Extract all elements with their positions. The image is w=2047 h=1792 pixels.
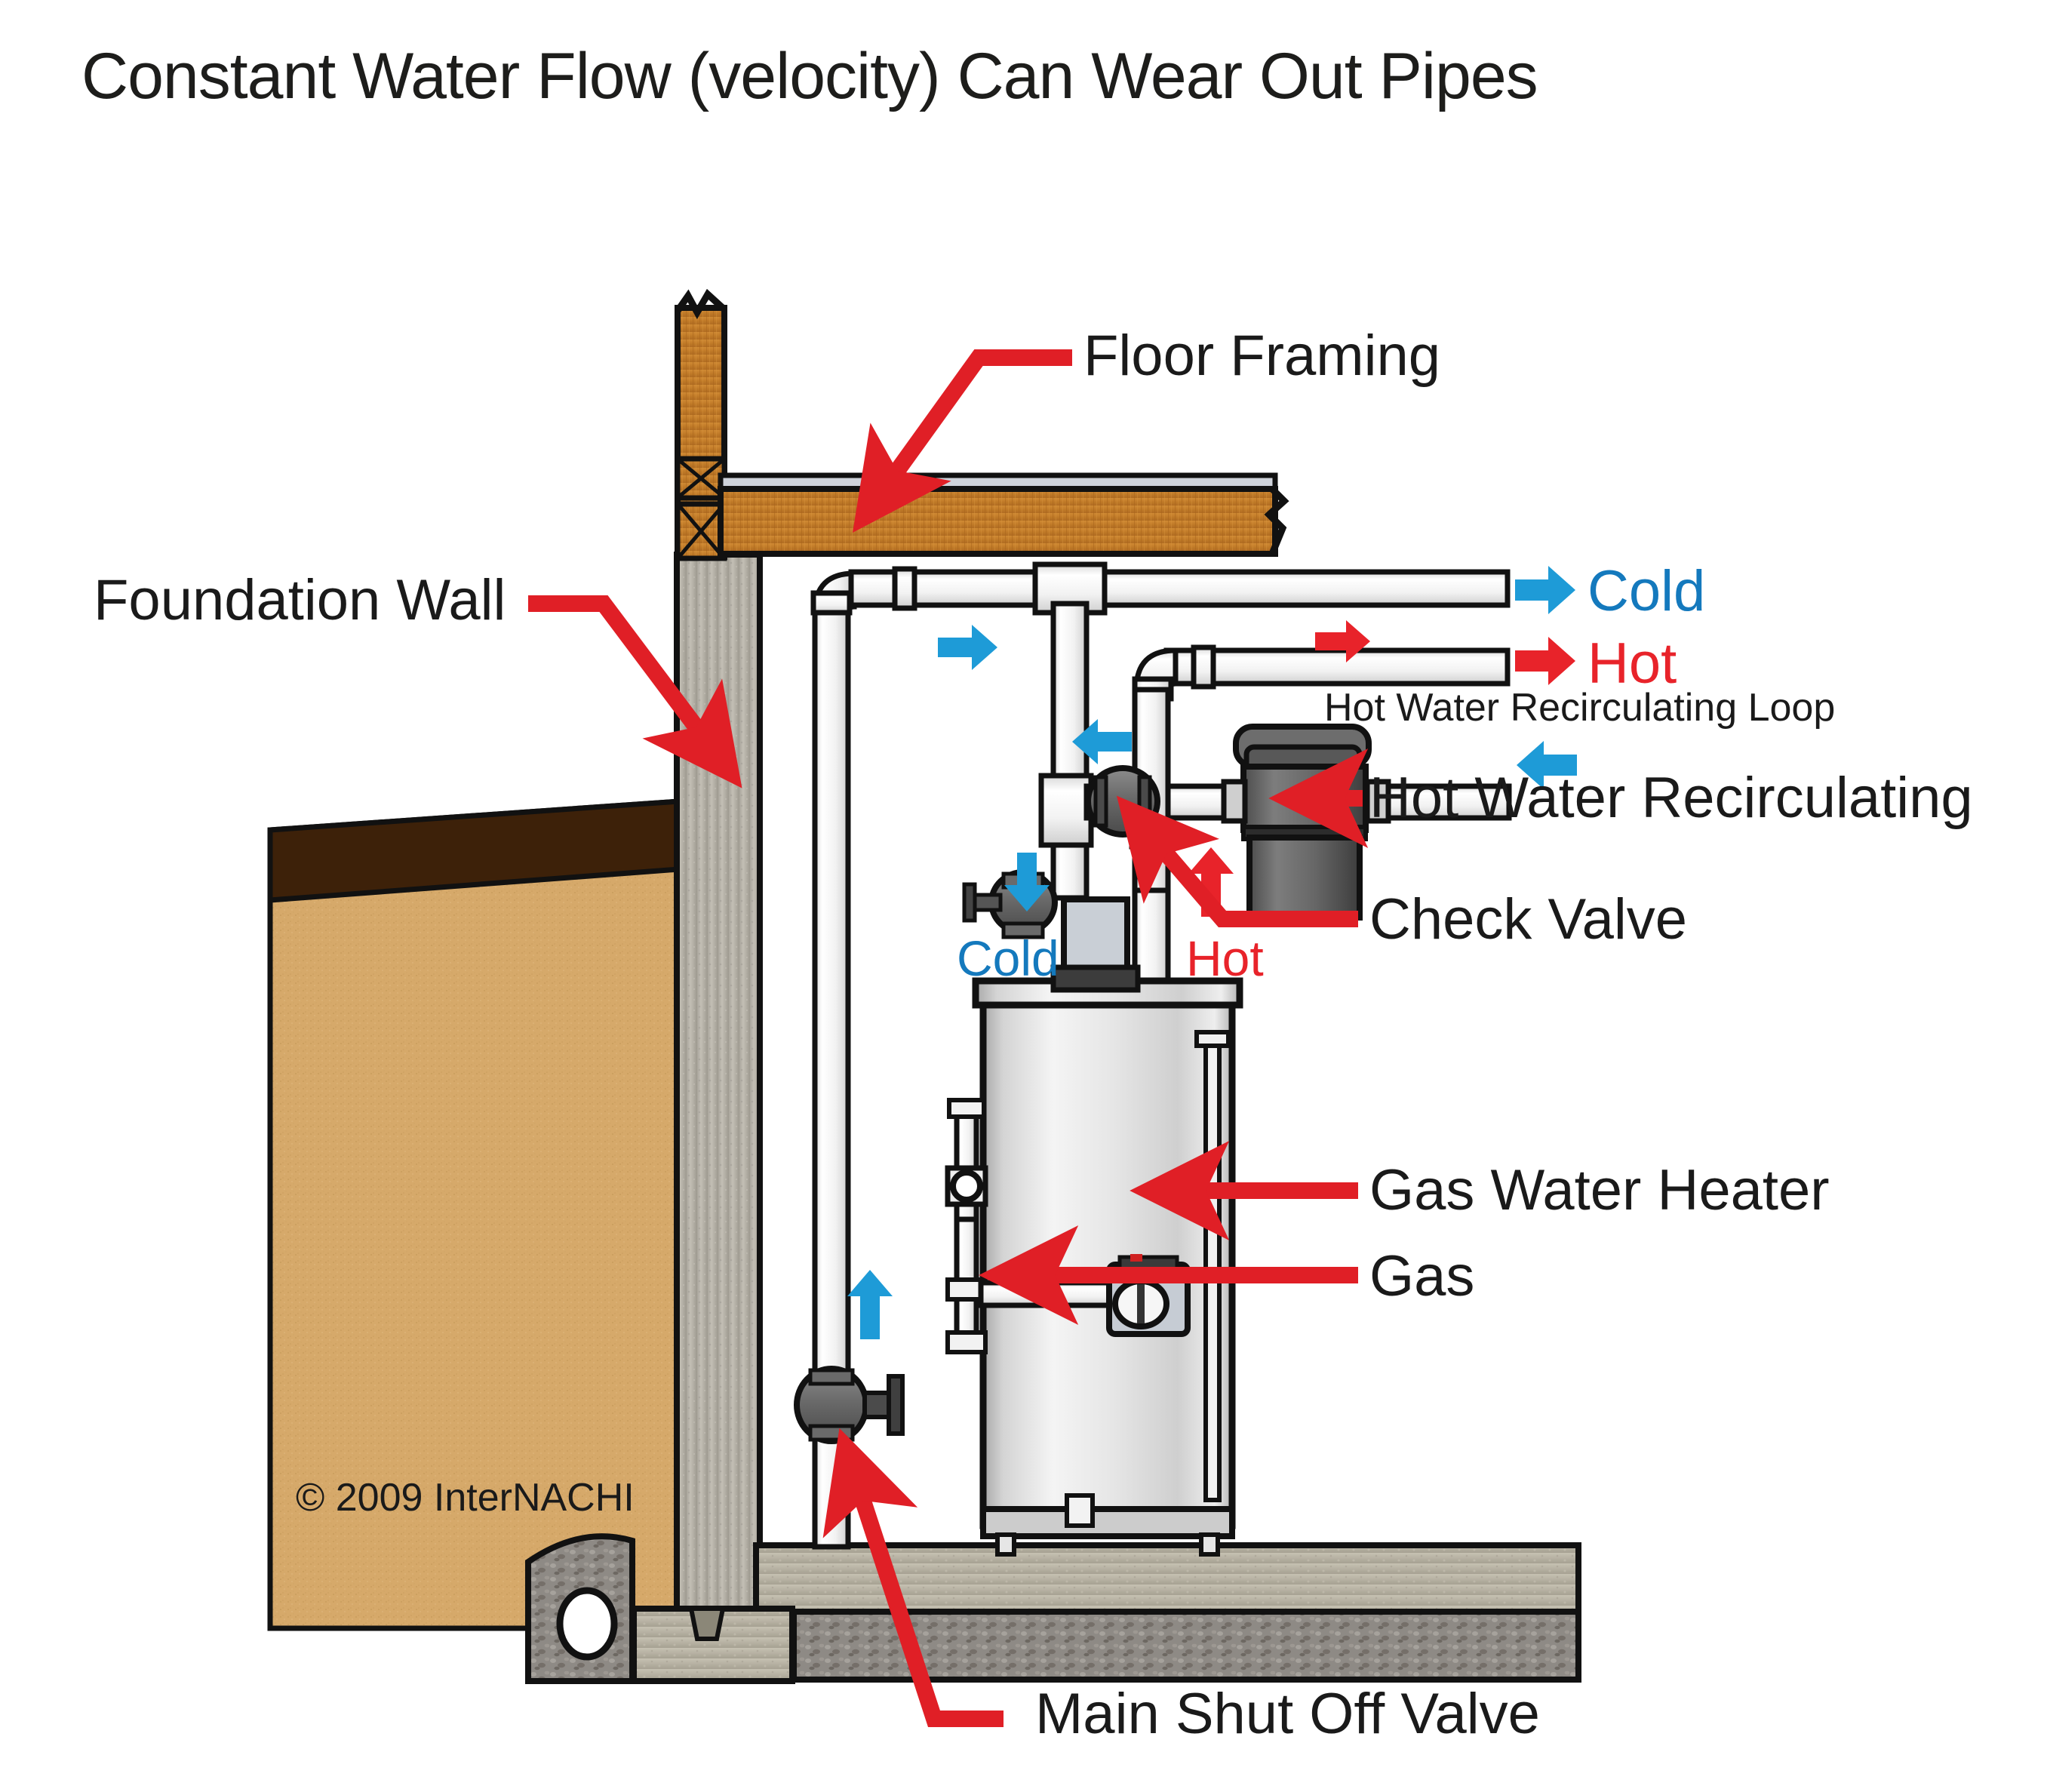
hot-flow-arrow-icon: [1315, 620, 1370, 662]
cold-flow-arrow-icon: [938, 625, 997, 670]
label-hot-legend: Hot: [1588, 632, 1677, 696]
label-cold-inlet: Cold: [957, 930, 1059, 986]
gas-water-heater: [945, 869, 1243, 1557]
label-check-valve: Check Valve: [1369, 887, 1688, 951]
recirc-return-arrow-icon: [1072, 719, 1132, 764]
return-legend-arrow-icon: [1517, 741, 1577, 789]
label-foundation-wall: Foundation Wall: [94, 568, 506, 632]
page-title: Constant Water Flow (velocity) Can Wear …: [81, 40, 1538, 112]
callout-foundation-wall: [528, 595, 742, 788]
label-gas: Gas: [1369, 1244, 1475, 1308]
floor-framing: [675, 288, 1289, 561]
label-hot-outlet: Hot: [1186, 930, 1264, 986]
cold-legend-arrow-icon: [1515, 566, 1575, 614]
cold-riser-up-arrow-icon: [847, 1270, 893, 1339]
cold-down-arrow-icon: [1004, 853, 1050, 911]
copyright-notice: © 2009 InterNACHI: [296, 1476, 635, 1520]
main-shut-off-valve: [794, 1366, 905, 1444]
callout-main-shut-off-valve: [822, 1428, 1004, 1727]
callout-floor-framing: [853, 349, 1072, 533]
label-gas-water-heater: Gas Water Heater: [1369, 1158, 1830, 1222]
label-cold-legend: Cold: [1588, 559, 1706, 623]
hot-legend-arrow-icon: [1515, 637, 1575, 685]
label-floor-framing: Floor Framing: [1083, 324, 1440, 388]
callout-check-valve: [1116, 795, 1358, 927]
label-main-shut-off-valve: Main Shut Off Valve: [1035, 1682, 1540, 1746]
label-hot-water-recirculating: Hot Water Recirculating: [1369, 766, 1973, 830]
callout-leaders: [528, 349, 1369, 1727]
label-recirculating-loop: Hot Water Recirculating Loop: [1324, 686, 1836, 730]
recirculating-pump: [1221, 724, 1391, 921]
